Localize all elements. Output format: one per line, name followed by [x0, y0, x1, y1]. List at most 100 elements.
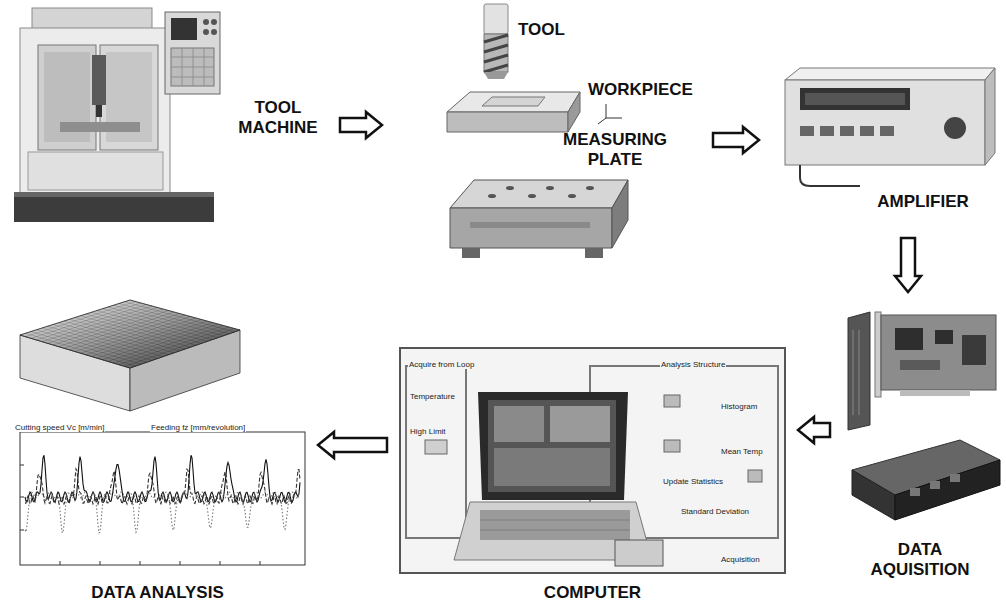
data-acquisition-illustration	[875, 312, 881, 397]
stage-label-holder: MEASURING PLATE	[550, 130, 680, 171]
machine-tool-illustration	[211, 29, 217, 35]
machine-tool-illustration	[203, 29, 209, 35]
workpiece-illustration	[482, 97, 545, 106]
screen-label: Standard Deviation	[680, 507, 750, 516]
label-holder: Histogram	[720, 395, 758, 413]
measuring-plate-illustration	[612, 180, 628, 248]
data-acquisition-illustration	[848, 312, 1000, 520]
machine-tool-illustration	[32, 8, 152, 30]
screen-label: Analysis Structure	[660, 360, 726, 369]
stage: COMPUTER	[395, 340, 790, 607]
axis-label: Cutting speed Vc [m/min]	[14, 423, 105, 432]
stage: TOOL MACHINE	[5, 5, 332, 230]
computer-illustration	[550, 406, 610, 442]
stage-label-holder: DATA AQUISITION	[855, 540, 985, 581]
label-holder: High Limit	[409, 420, 447, 438]
amplifier-illustration	[785, 80, 985, 165]
label-holder: Acquire from Loop	[408, 353, 475, 371]
screen-label: Histogram	[720, 402, 758, 411]
stage-label: AMPLIFIER	[877, 192, 969, 212]
workpiece-illustration	[568, 92, 580, 132]
measuring-plate-illustration	[470, 222, 590, 228]
end-mill-illustration	[484, 72, 508, 79]
measuring-plate-illustration	[546, 186, 554, 190]
machine-tool-illustration	[171, 48, 214, 86]
surface-plot	[119, 327, 229, 365]
label-holder: Acquisition	[720, 548, 761, 566]
block-arrow	[340, 112, 382, 138]
measuring-plate-illustration	[506, 186, 514, 190]
force-signal-plot	[20, 465, 260, 565]
label-holder: Mean Temp	[720, 440, 764, 458]
data-acquisition-illustration	[848, 312, 870, 430]
machine-tool-illustration	[100, 45, 158, 150]
measuring-plate-illustration	[450, 180, 628, 258]
surface-plot	[130, 300, 240, 330]
data-acquisition-illustration	[900, 360, 940, 370]
computer-illustration	[664, 440, 680, 452]
label-holder: Feeding fz [mm/revolution]	[150, 416, 246, 434]
machine-tool-illustration	[14, 192, 214, 222]
stage-label: COMPUTER	[544, 583, 641, 603]
amplifier-illustration	[820, 126, 834, 136]
stage: DATA ANALYSIS	[5, 290, 310, 607]
data-acquisition-illustration	[881, 315, 996, 390]
stage-label: DATA AQUISITION	[855, 540, 985, 581]
computer-illustration	[478, 392, 628, 500]
computer-illustration	[488, 400, 616, 492]
computer-illustration	[400, 348, 785, 573]
data-acquisition-illustration	[962, 335, 986, 365]
computer-illustration	[664, 395, 680, 407]
machine-tool-illustration	[171, 18, 197, 40]
machine-tool-illustration	[14, 8, 220, 222]
stage-label-holder: TOOL MACHINE	[228, 98, 328, 139]
axis-label: Feeding fz [mm/revolution]	[150, 423, 246, 432]
workpiece-illustration	[447, 92, 580, 132]
surface-plot	[20, 300, 240, 411]
force-signal-plot	[25, 455, 300, 502]
machine-tool-illustration	[14, 192, 214, 197]
machine-tool-illustration	[203, 19, 209, 25]
surface-plot	[130, 330, 240, 368]
amplifier-illustration	[805, 93, 905, 105]
axis-glyph	[598, 104, 622, 124]
computer-illustration	[494, 448, 610, 486]
data-acquisition-illustration	[852, 470, 895, 520]
amplifier-illustration	[800, 126, 814, 136]
machine-tool-illustration	[60, 122, 140, 132]
stage-label-holder: WORKPIECE	[588, 80, 698, 100]
measuring-plate-illustration	[528, 194, 536, 198]
stage-label: TOOL MACHINE	[228, 98, 328, 139]
surface-plot	[125, 302, 235, 332]
computer-illustration	[400, 348, 785, 573]
measuring-plate-illustration	[586, 186, 594, 190]
computer-illustration	[406, 366, 466, 538]
data-acquisition-illustration	[935, 330, 953, 344]
data-acquisition-illustration	[950, 474, 960, 482]
measuring-plate-illustration	[488, 194, 496, 198]
block-arrow	[895, 238, 921, 292]
computer-illustration	[748, 470, 762, 482]
screen-label: Temperature	[409, 392, 456, 401]
stage: DATA AQUISITION	[838, 300, 1003, 600]
surface-plot	[125, 329, 235, 367]
surface-plot	[20, 300, 240, 368]
measuring-plate-illustration	[568, 194, 576, 198]
stage-label-holder: COMPUTER	[395, 583, 790, 603]
amplifier-illustration	[880, 126, 894, 136]
surface-plot	[20, 300, 240, 368]
machine-tool-illustration	[38, 45, 96, 150]
block-arrow	[713, 127, 759, 153]
data-acquisition-illustration	[930, 481, 940, 489]
computer-illustration	[425, 440, 447, 454]
screen-label: Acquire from Loop	[408, 360, 475, 369]
stage: AMPLIFIER	[767, 60, 998, 230]
machine-tool-illustration	[211, 19, 217, 25]
measuring-plate-illustration	[585, 248, 603, 258]
data-acquisition-illustration	[853, 330, 859, 415]
stage-label: MEASURING PLATE	[550, 130, 680, 171]
measuring-plate-illustration	[450, 208, 612, 248]
